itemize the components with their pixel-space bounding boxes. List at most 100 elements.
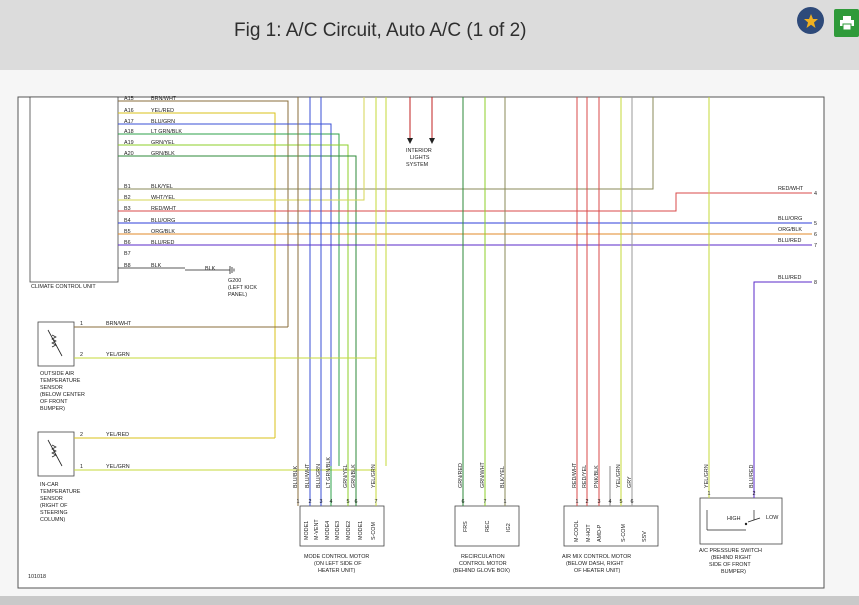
svg-text:IN-CAR: IN-CAR (40, 482, 59, 488)
ccu-pin-B1: B1 (124, 184, 131, 190)
in-car-temp-sensor: IN-CAR TEMPERATURE SENSOR (RIGHT OF STEE… (37, 431, 81, 523)
airmix-motor-pin-4: 5 (620, 499, 623, 505)
diagram-frame (17, 96, 825, 589)
outside-sensor-pin-2: 2 (80, 352, 83, 358)
recirc-motor-box (454, 505, 520, 547)
mode-control-motor-box (299, 505, 385, 547)
svg-text:AIR MIX CONTROL MOTOR: AIR MIX CONTROL MOTOR (562, 554, 631, 560)
incar-sensor-wire-label-2: YEL/RED (106, 432, 129, 438)
ccu-pin-B4: B4 (124, 218, 131, 224)
airmix-motor-pin-0: 1 (576, 499, 579, 505)
incar-sensor-pin-2: 2 (80, 432, 83, 438)
right-conn-wire-8: BLU/RED (778, 275, 801, 281)
mode-motor-wire-label-0: BLU/BLK (293, 465, 299, 488)
ccu-wire-label-A15: BRN/WHT (151, 96, 177, 102)
ccu-pin-A19: A19 (124, 140, 134, 146)
interior-lights-label-1: INTERIOR (406, 148, 432, 154)
svg-text:STEERING: STEERING (40, 510, 68, 516)
airmix-motor-pin-3: 4 (609, 499, 612, 505)
ccu-wire-label-B6: BLU/RED (151, 240, 174, 246)
print-button[interactable] (834, 9, 859, 37)
outside-sensor-wire-label-2: YEL/GRN (106, 352, 130, 358)
svg-text:TEMPERATURE: TEMPERATURE (40, 489, 81, 495)
airmix-motor-pin-5: 6 (631, 499, 634, 505)
ground-label-1: G200 (228, 278, 241, 284)
airmix-motor-term-1: M-HOT (586, 524, 592, 542)
ccu-pin-A17: A17 (124, 119, 134, 125)
svg-text:COLUMN): COLUMN) (40, 517, 65, 523)
printer-icon (839, 16, 854, 31)
interior-lights-label-3: SYSTEM (406, 162, 429, 168)
mode-motor-label: MODE CONTROL MOTOR (ON LEFT SIDE OF HEAT… (304, 554, 369, 574)
outside-sensor-wire-label-1: BRN/WHT (106, 321, 132, 327)
wire-b3 (118, 192, 812, 212)
wire-a19 (118, 144, 349, 466)
svg-text:OF FRONT: OF FRONT (40, 399, 68, 405)
airmix-motor-pin-2: 3 (598, 499, 601, 505)
wire-a17 (118, 123, 332, 466)
ccu-wires (118, 97, 812, 497)
ccu-wire-label-B1: BLK/YEL (151, 184, 173, 190)
airmix-motor-wire-label-0: RED/WHT (572, 462, 578, 488)
pressure-switch-pin-0: 1 (708, 491, 711, 497)
wire-a18 (118, 133, 340, 466)
ccu-pin-A16: A16 (124, 108, 134, 114)
mode-motor-pin-4: 5 (347, 499, 350, 505)
ccu-pin-A18: A18 (124, 129, 134, 135)
mode-motor-pin-1: 2 (309, 499, 312, 505)
right-conn-pin-4: 4 (814, 191, 817, 197)
star-icon (803, 13, 818, 28)
right-conn-pin-5: 5 (814, 221, 817, 227)
airmix-motor-term-0: M-COOL (574, 520, 580, 542)
ground-wire-label: BLK (205, 266, 216, 272)
mode-motor-pin-6: 7 (375, 499, 378, 505)
interior-lights: INTERIOR LIGHTS SYSTEM (406, 97, 435, 168)
ccu-wire-label-B5: ORG/BLK (151, 229, 175, 235)
wire-b1 (118, 97, 654, 190)
ccu-pin-B5: B5 (124, 229, 131, 235)
svg-text:BUMPER): BUMPER) (40, 406, 65, 412)
incar-sensor-pin-1: 1 (80, 464, 83, 470)
page-title: Fig 1: A/C Circuit, Auto A/C (1 of 2) (234, 20, 527, 41)
mode-motor-term-1: M-VENT (314, 519, 320, 540)
svg-text:LOW: LOW (766, 515, 779, 521)
interior-lights-label-2: LIGHTS (410, 155, 430, 161)
mode-motor-term-4: MODE2 (346, 521, 352, 540)
footer-bar (0, 596, 859, 605)
svg-text:TEMPERATURE: TEMPERATURE (40, 378, 81, 384)
right-conn-pin-6: 6 (814, 232, 817, 238)
svg-text:(BELOW CENTER: (BELOW CENTER (40, 392, 85, 398)
svg-text:(BEHIND RIGHT: (BEHIND RIGHT (711, 555, 752, 561)
mode-motor-pin-3: 4 (330, 499, 333, 505)
airmix-motor-box (563, 505, 659, 547)
mode-motor-term-6: S-COM (371, 522, 377, 540)
right-conn-wire-7: BLU/RED (778, 238, 801, 244)
ccu-pin-B6: B6 (124, 240, 131, 246)
svg-text:BUMPER): BUMPER) (721, 569, 746, 575)
pressure-switch-wire-label-1: BLU/RED (749, 465, 755, 488)
ground-label-3: PANEL) (228, 292, 247, 298)
outside-air-temp-sensor: OUTSIDE AIR TEMPERATURE SENSOR (BELOW CE… (37, 321, 85, 412)
wire-a16 (118, 112, 276, 438)
recirc-motor-wire-label-0: GRN/RED (458, 463, 464, 488)
svg-text:OUTSIDE AIR: OUTSIDE AIR (40, 371, 74, 377)
outside-sensor-pin-1: 1 (80, 321, 83, 327)
pressure-switch-internals: HIGH LOW (706, 510, 779, 531)
right-conn-wire-5: BLU/ORG (778, 216, 802, 222)
mode-motor-wire-label-2: BLU/GRN (316, 464, 322, 488)
recirc-motor-pin-1: 7 (484, 499, 487, 505)
recirc-motor-label: RECIRCULATION CONTROL MOTOR (BEHIND GLOV… (453, 554, 510, 574)
mode-motor-term-0: MODE1 (304, 521, 310, 540)
wire-pin8 (753, 281, 812, 497)
svg-text:RECIRCULATION: RECIRCULATION (461, 554, 505, 560)
mode-motor-wire-label-1: BLU/WHT (305, 463, 311, 488)
airmix-motor-term-4: SSV (642, 531, 648, 542)
ccu-wire-label-B2: WHT/YEL (151, 195, 175, 201)
ccu-wire-label-A18: LT GRN/BLK (151, 129, 182, 135)
favorite-button[interactable] (797, 7, 824, 34)
svg-text:HEATER UNIT): HEATER UNIT) (318, 568, 356, 574)
airmix-motor-term-3: S-COM (621, 524, 627, 542)
mode-motor-wire-label-4: GRN/YEL (343, 464, 349, 488)
